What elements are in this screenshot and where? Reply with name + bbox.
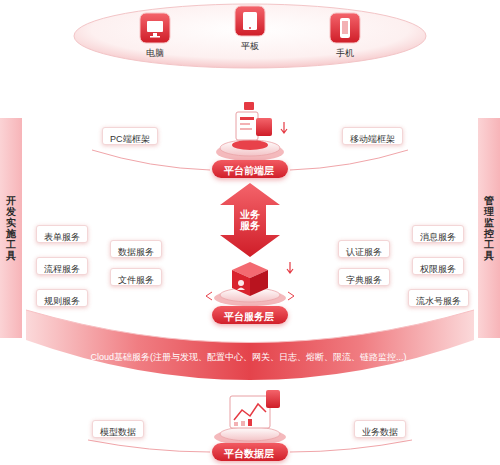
service-box: PC端框架 [102, 127, 158, 145]
node-text: 管理监控工具 [484, 195, 494, 261]
device-icon: 平板 [230, 5, 270, 52]
node-text: 手机 [325, 47, 365, 59]
device-glyph [329, 12, 361, 44]
service-box: 字典服务 [338, 268, 390, 286]
device-icon: 手机 [325, 12, 365, 59]
double-arrow: 业务服务 [220, 183, 280, 257]
device-icon: 电脑 [135, 12, 175, 59]
node-text: Cloud基础服务(注册与发现、配置中心、网关、日志、熔断、限流、链路监控...… [91, 351, 407, 363]
service-box: 流程服务 [36, 257, 88, 275]
node-text: 移动端框架 [343, 131, 402, 147]
cloud-band-label: Cloud基础服务(注册与发现、配置中心、网关、日志、熔断、限流、链路监控...… [91, 346, 410, 358]
node-text: 电脑 [135, 47, 175, 59]
tool-sidebar: 管理监控工具 [478, 118, 500, 338]
service-box: 业务数据 [354, 420, 406, 438]
frontend-illustration [216, 102, 287, 161]
node-text: 规则服务 [37, 293, 87, 309]
service-box: 表单服务 [36, 225, 88, 243]
service-box: 移动端框架 [342, 127, 403, 145]
device-ellipse [74, 4, 426, 68]
swoosh-line [88, 440, 210, 452]
data-illustration [214, 390, 286, 445]
node-text: 流程服务 [37, 261, 87, 277]
service-box: 数据服务 [110, 240, 162, 258]
service-box: 模型数据 [92, 420, 144, 438]
device-glyph [234, 5, 266, 37]
node-text: 表单服务 [37, 229, 87, 245]
layer-pill: 平台服务层 [212, 306, 288, 324]
node-text: 业务数据 [355, 424, 405, 440]
layer-pill: 平台前端层 [212, 160, 288, 178]
node-text: 文件服务 [111, 272, 161, 288]
node-text: 业务服务 [240, 209, 260, 232]
node-text: 消息服务 [413, 229, 463, 245]
node-text: 权限服务 [413, 261, 463, 277]
service-box: 文件服务 [110, 268, 162, 286]
node-text: 平台前端层 [212, 162, 286, 180]
service-box: 规则服务 [36, 289, 88, 307]
node-text: PC端框架 [103, 131, 157, 147]
service-box: 权限服务 [412, 257, 464, 275]
swoosh-line [92, 150, 210, 170]
swoosh-line [290, 440, 412, 452]
layer-pill: 平台数据层 [212, 443, 288, 461]
service-box: 认证服务 [338, 240, 390, 258]
node-text: 模型数据 [93, 424, 143, 440]
node-text: 流水号服务 [409, 293, 468, 309]
device-glyph [139, 12, 171, 44]
node-text: 开发实施工具 [6, 195, 16, 261]
node-text: 平台数据层 [212, 445, 286, 463]
swoosh-line [290, 150, 408, 170]
service-cube [206, 262, 294, 306]
node-text: 字典服务 [339, 272, 389, 288]
node-text: 平台服务层 [212, 308, 286, 326]
service-box: 消息服务 [412, 225, 464, 243]
node-text: 认证服务 [339, 244, 389, 260]
tool-sidebar: 开发实施工具 [0, 118, 22, 338]
node-text: 数据服务 [111, 244, 161, 260]
service-box: 流水号服务 [408, 289, 469, 307]
node-text: 平板 [230, 40, 270, 52]
